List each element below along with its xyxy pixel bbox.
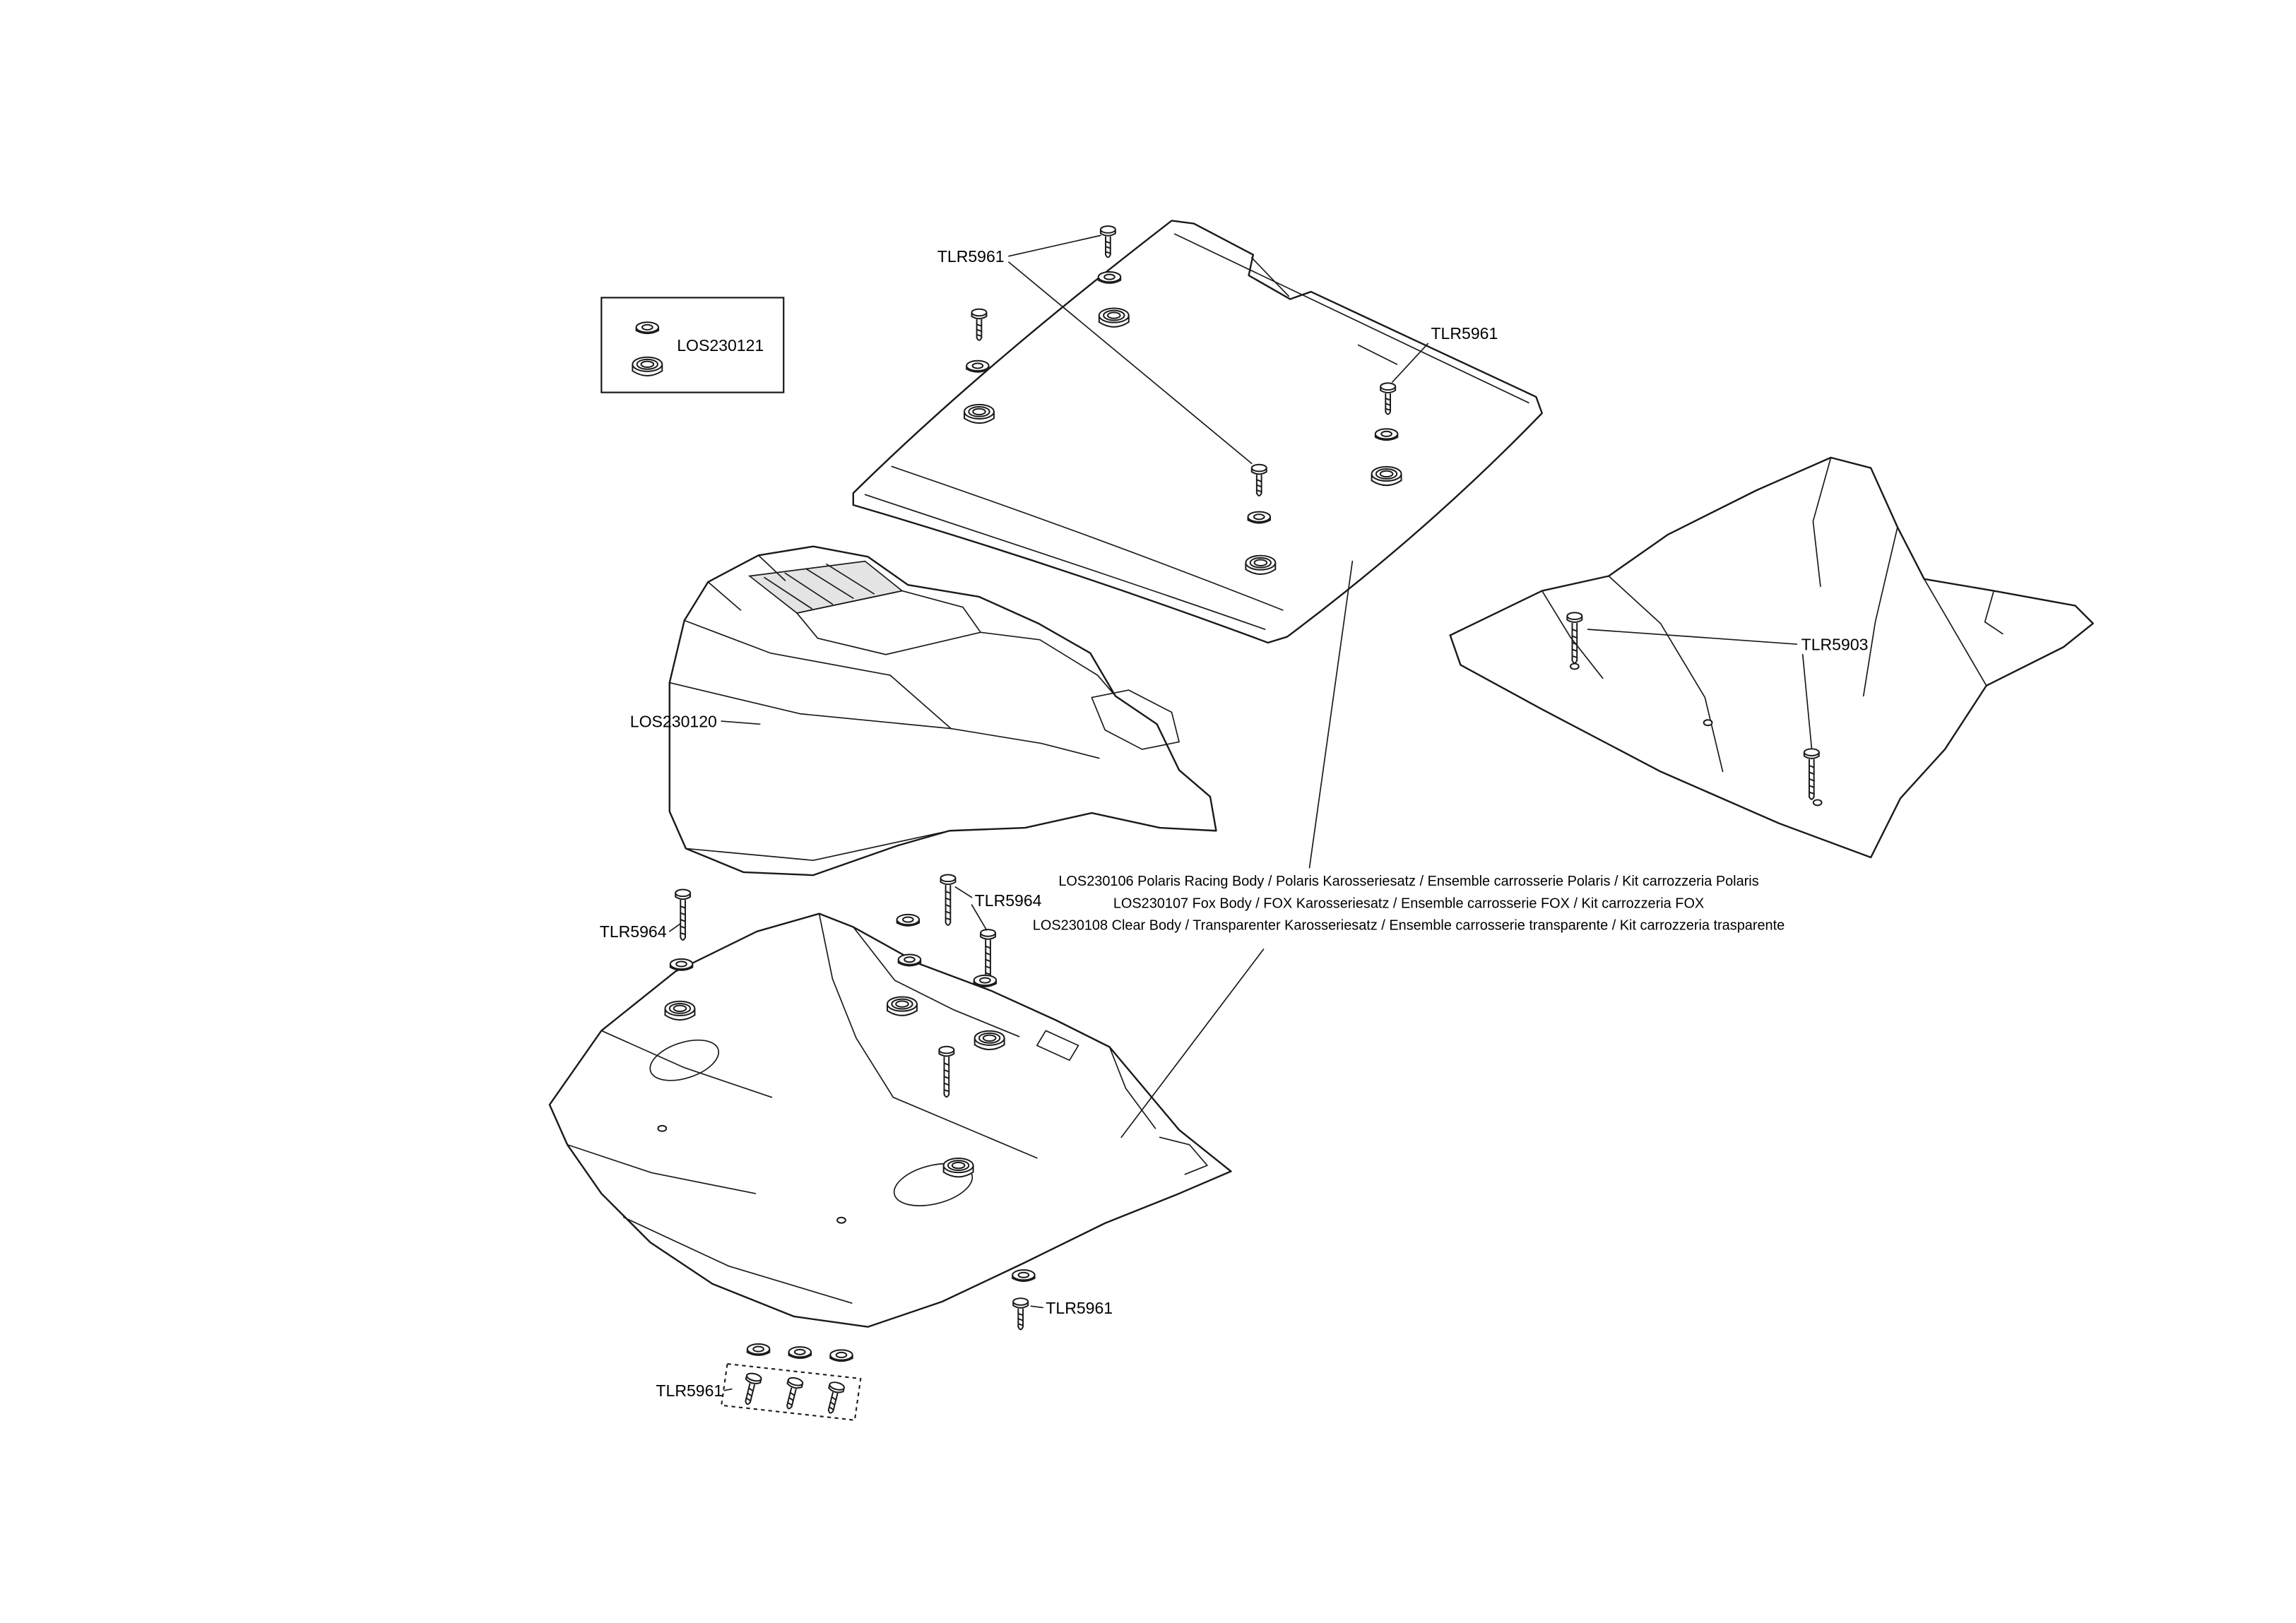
hole-icon [1812, 799, 1823, 807]
legend-box-outline [600, 297, 785, 393]
washer-icon [1012, 1269, 1036, 1283]
screw-icon [675, 888, 692, 941]
part-label-front-screw-lower: TLR5961 [1046, 1299, 1113, 1317]
screw-icon [971, 308, 988, 341]
roof-panel-outline [852, 220, 1543, 644]
washer-icon [897, 953, 922, 967]
part-label-front-screws-mid: TLR5964 [975, 891, 1042, 910]
side-panels-drawing [1449, 456, 2094, 859]
hole-icon [1703, 719, 1713, 727]
racing-body-details [668, 554, 1180, 862]
washer-icon [966, 359, 990, 373]
screw-icon [739, 1371, 763, 1407]
washer-icon [1097, 270, 1122, 284]
screw-icon [781, 1376, 805, 1411]
part-label-grommet-legend: LOS230121 [677, 336, 764, 355]
side-panels-outline [1449, 456, 2094, 859]
part-label-front-screws-bottom: TLR5961 [656, 1381, 723, 1400]
grommet-icon [1371, 465, 1402, 487]
hole-icon [1569, 662, 1580, 670]
washer-icon [788, 1346, 812, 1360]
screw-icon [1012, 1297, 1029, 1331]
body-options-text-block: LOS230106 Polaris Racing Body / Polaris … [1033, 874, 1785, 934]
grommet-icon [664, 1000, 696, 1021]
part-labels: TLR5961 TLR5961 LOS230121 LOS230120 TLR5… [600, 247, 1869, 1400]
part-label-roof-screws-top: TLR5961 [937, 247, 1005, 266]
bottom-hardware [720, 1269, 1036, 1421]
washer-icon [746, 1343, 771, 1356]
hole-icon [836, 1216, 846, 1224]
grommet-icon [1245, 554, 1277, 575]
racing-body-drawing [668, 545, 1217, 876]
washer-icon [669, 958, 694, 971]
washer-icon [896, 913, 921, 927]
part-label-main-body: LOS230120 [630, 712, 717, 730]
washer-icon [829, 1349, 853, 1362]
racing-body-outline [668, 545, 1217, 876]
front-body-details [567, 912, 1208, 1304]
body-option-fox: LOS230107 Fox Body / FOX Karosseriesatz … [1113, 896, 1704, 911]
part-label-side-panel-screws: TLR5903 [1801, 635, 1869, 653]
grommet-icon [1098, 307, 1130, 328]
screw-icon [1099, 225, 1116, 258]
part-label-roof-screw-right: TLR5961 [1431, 324, 1498, 343]
leader-lines [668, 234, 1813, 1391]
washer-icon [1247, 511, 1271, 524]
grommet-icon [974, 1030, 1005, 1051]
hole-icon [657, 1124, 668, 1132]
grommet-icon [942, 1158, 974, 1178]
washer-icon [635, 321, 660, 335]
grommet-icon [886, 996, 918, 1016]
washer-icon [1374, 428, 1399, 441]
grommet-icon [632, 356, 663, 377]
part-label-front-screw-left: TLR5964 [600, 922, 667, 941]
roof-panel-details [864, 233, 1529, 630]
screw-icon [940, 874, 957, 926]
screw-icon [822, 1380, 846, 1416]
front-body-outline [548, 912, 1232, 1328]
washer-icon [973, 974, 998, 987]
body-option-polaris: LOS230106 Polaris Racing Body / Polaris … [1058, 874, 1758, 889]
body-option-clear: LOS230108 Clear Body / Transparenter Kar… [1033, 918, 1785, 934]
grommet-icon [964, 403, 995, 424]
front-body-drawing [548, 874, 1232, 1328]
part-legend-box [600, 297, 785, 393]
screw-icon [980, 929, 997, 981]
roof-panel-drawing [852, 220, 1543, 644]
screw-group-outline [720, 1362, 862, 1421]
side-panels-details [1541, 457, 2004, 773]
